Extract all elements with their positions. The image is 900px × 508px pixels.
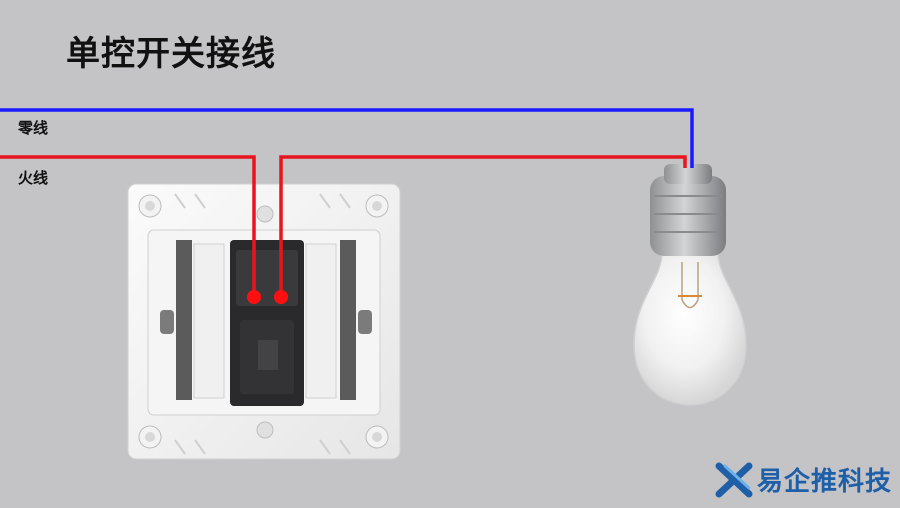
neutral-wire-label: 零线	[18, 119, 49, 137]
live-wire-in	[0, 155, 256, 297]
terminal-out	[274, 290, 288, 304]
live-wire-label: 火线	[18, 169, 49, 187]
neutral-wire	[0, 108, 694, 168]
wall-switch-icon	[127, 183, 401, 460]
watermark: 易企推科技	[715, 461, 892, 498]
terminal-in	[247, 290, 261, 304]
light-bulb-icon	[633, 164, 747, 406]
watermark-text: 易企推科技	[756, 467, 892, 497]
live-wire-out	[279, 155, 687, 297]
x-logo-icon	[715, 462, 753, 497]
page-title: 单控开关接线	[66, 34, 276, 74]
